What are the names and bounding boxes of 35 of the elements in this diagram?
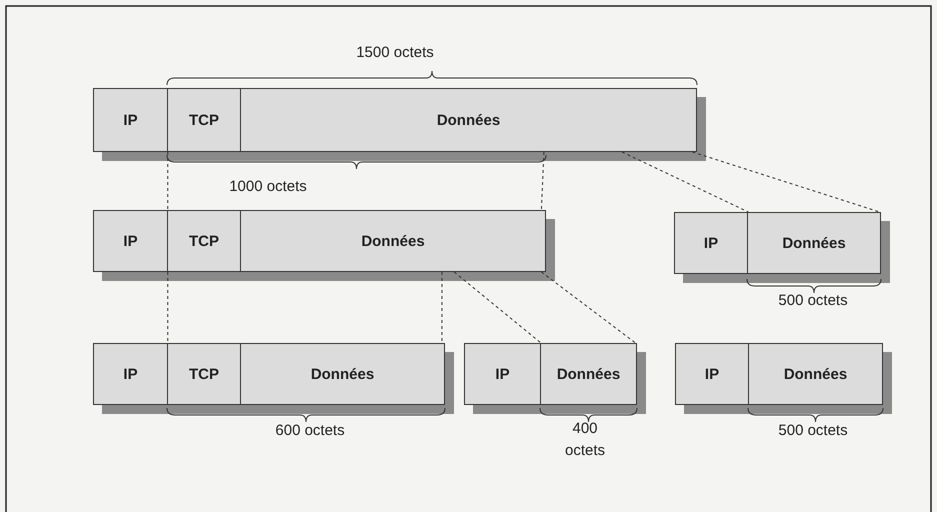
packet-box xyxy=(675,343,883,405)
dashed-projection-line xyxy=(454,272,542,344)
dashed-projection-line xyxy=(167,272,168,344)
packet-box xyxy=(464,343,637,405)
packet-box xyxy=(93,210,546,272)
data-field: Données xyxy=(240,210,546,272)
dashed-projection-line xyxy=(441,272,442,344)
dashed-projection-line xyxy=(622,152,749,212)
tcp-header-field: TCP xyxy=(167,343,240,405)
dashed-projection-line xyxy=(540,272,636,344)
ip-header-field: IP xyxy=(674,212,747,274)
ip-header-field: IP xyxy=(464,343,540,405)
packet-box xyxy=(674,212,881,274)
packet-box xyxy=(93,88,697,152)
ip-header-field: IP xyxy=(675,343,748,405)
packet-box xyxy=(93,343,445,405)
size-label: 1500 octets xyxy=(355,43,435,63)
dashed-projection-line xyxy=(692,152,880,212)
tcp-header-field: TCP xyxy=(167,210,240,272)
size-label: 1000 octets xyxy=(228,177,308,197)
tcp-header-field: TCP xyxy=(167,88,240,152)
size-label: 500 octets xyxy=(777,291,849,311)
dashed-projection-line xyxy=(167,152,168,210)
data-field: Données xyxy=(540,343,637,405)
size-label: 500 octets xyxy=(777,421,849,441)
data-field: Données xyxy=(240,343,445,405)
ip-header-field: IP xyxy=(93,343,167,405)
data-field: Données xyxy=(240,88,697,152)
ip-header-field: IP xyxy=(93,88,167,152)
ip-header-field: IP xyxy=(93,210,167,272)
data-field: Données xyxy=(748,343,883,405)
size-label: 400 octets xyxy=(564,419,606,461)
data-field: Données xyxy=(747,212,881,274)
dashed-projection-line xyxy=(540,152,544,210)
size-label: 600 octets xyxy=(274,421,346,441)
